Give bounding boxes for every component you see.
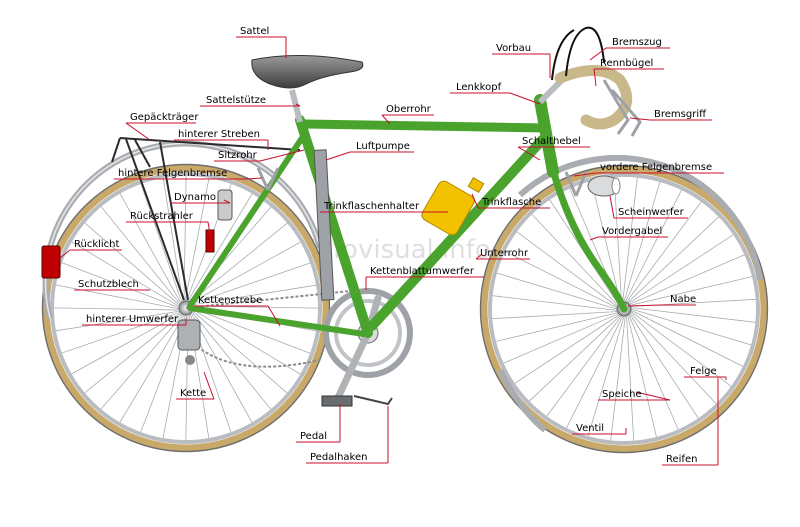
rear-reflector: [205, 229, 215, 253]
label-kettenblattumwerfer: Kettenblattumwerfer: [370, 266, 475, 277]
label-reifen: Reifen: [666, 454, 697, 465]
seat-stay: [187, 135, 305, 309]
front-fender-lower: [497, 368, 547, 433]
label-felge: Felge: [690, 366, 717, 377]
label-leader-lines: [59, 36, 727, 466]
front-fork: [549, 166, 628, 313]
leader-hintere-felgenbremse: [245, 177, 263, 180]
leader-speiche: [635, 391, 671, 401]
label-hinterer-streben: hinterer Streben: [178, 129, 260, 140]
label-sattelstuetze: Sattelstütze: [206, 95, 266, 106]
leader-bremsgriff: [629, 117, 651, 121]
bike-frame: [187, 94, 628, 338]
leader-rennbuegel: [593, 68, 597, 87]
leader-sitzrohr: [259, 149, 305, 162]
rear-tire-tread: [41, 163, 331, 453]
leader-schalthebel: [517, 146, 541, 161]
rear-light: [41, 245, 61, 279]
label-rennbuegel: Rennbügel: [600, 58, 653, 69]
label-vordergabel: Vordergabel: [602, 226, 662, 237]
label-nabe: Nabe: [670, 294, 696, 305]
label-gepaecktraeger: Gepäckträger: [130, 112, 199, 123]
seat-tube: [295, 115, 373, 338]
leader-dynamo: [223, 199, 231, 204]
label-speiche: Speiche: [602, 389, 642, 400]
label-sattel: Sattel: [240, 26, 269, 37]
label-schutzblech: Schutzblech: [78, 279, 139, 290]
water-bottle: [421, 176, 485, 236]
headlight-lens: [611, 177, 621, 195]
rear-rim: [50, 172, 322, 444]
label-trinkflasche: Trinkflasche: [481, 197, 541, 208]
label-trinkflaschenhalter: Trinkflaschenhalter: [323, 201, 420, 212]
leader-rueckstrahler: [207, 221, 211, 235]
label-vorbau: Vorbau: [496, 43, 531, 54]
leader-sattelstuetze: [295, 103, 301, 107]
leader-kettenstrebe: [267, 305, 281, 327]
leader-nabe: [627, 304, 665, 307]
label-kette: Kette: [180, 388, 206, 399]
label-lenkkopf: Lenkkopf: [456, 82, 502, 93]
handlebar-assembly: [537, 26, 642, 137]
label-dynamo: Dynamo: [174, 192, 216, 203]
leader-kette: [203, 371, 215, 400]
label-hintere-felgenbremse: hintere Felgenbremse: [118, 168, 227, 179]
front-rim: [488, 173, 760, 445]
leader-lenkkopf: [509, 92, 541, 105]
label-schalthebel: Schalthebel: [522, 136, 581, 147]
label-bremsgriff: Bremsgriff: [654, 109, 707, 120]
rear-brake: [256, 167, 280, 191]
air-pump: [313, 149, 335, 301]
leader-luftpumpe: [325, 151, 351, 161]
head-tube: [534, 94, 559, 178]
leader-vordere-felgenbremse: [573, 172, 597, 177]
label-unterrohr: Unterrohr: [480, 248, 529, 259]
rear-derailleur: [177, 319, 201, 365]
label-scheinwerfer: Scheinwerfer: [618, 207, 685, 218]
leader-scheinwerfer: [609, 195, 615, 219]
label-ruecklicht: Rücklicht: [74, 239, 120, 250]
leader-ruecklicht: [59, 249, 71, 259]
label-pedal: Pedal: [300, 431, 327, 442]
front-tire-tread: [479, 164, 769, 454]
label-hinterer-umwerfer: hinterer Umwerfer: [86, 314, 179, 325]
leader-trinkflasche: [471, 193, 479, 209]
label-rueckstrahler: Rückstrahler: [130, 211, 194, 222]
saddle: [251, 54, 364, 89]
top-tube: [300, 119, 550, 133]
label-vordere-felgenbremse: vordere Felgenbremse: [600, 162, 712, 173]
front-tire: [480, 165, 768, 453]
leader-gepaecktraeger: [125, 122, 151, 141]
leader-oberrohr: [381, 114, 391, 125]
pedal-assembly: [321, 395, 393, 407]
label-bremszug: Bremszug: [612, 37, 662, 48]
label-sitzrohr: Sitzrohr: [218, 150, 258, 161]
leader-bremszug: [589, 47, 607, 61]
leader-unterrohr: [475, 253, 483, 260]
label-luftpumpe: Luftpumpe: [356, 141, 410, 152]
label-oberrohr: Oberrohr: [386, 104, 432, 115]
label-kettenstrebe: Kettenstrebe: [198, 295, 262, 306]
label-ventil: Ventil: [576, 423, 604, 434]
leader-vordergabel: [589, 236, 599, 241]
front-brake: [564, 171, 588, 197]
front-wheel: [479, 164, 769, 454]
label-pedalhaken: Pedalhaken: [310, 452, 367, 463]
dynamo-body: [217, 189, 233, 221]
crankset: [323, 288, 413, 406]
